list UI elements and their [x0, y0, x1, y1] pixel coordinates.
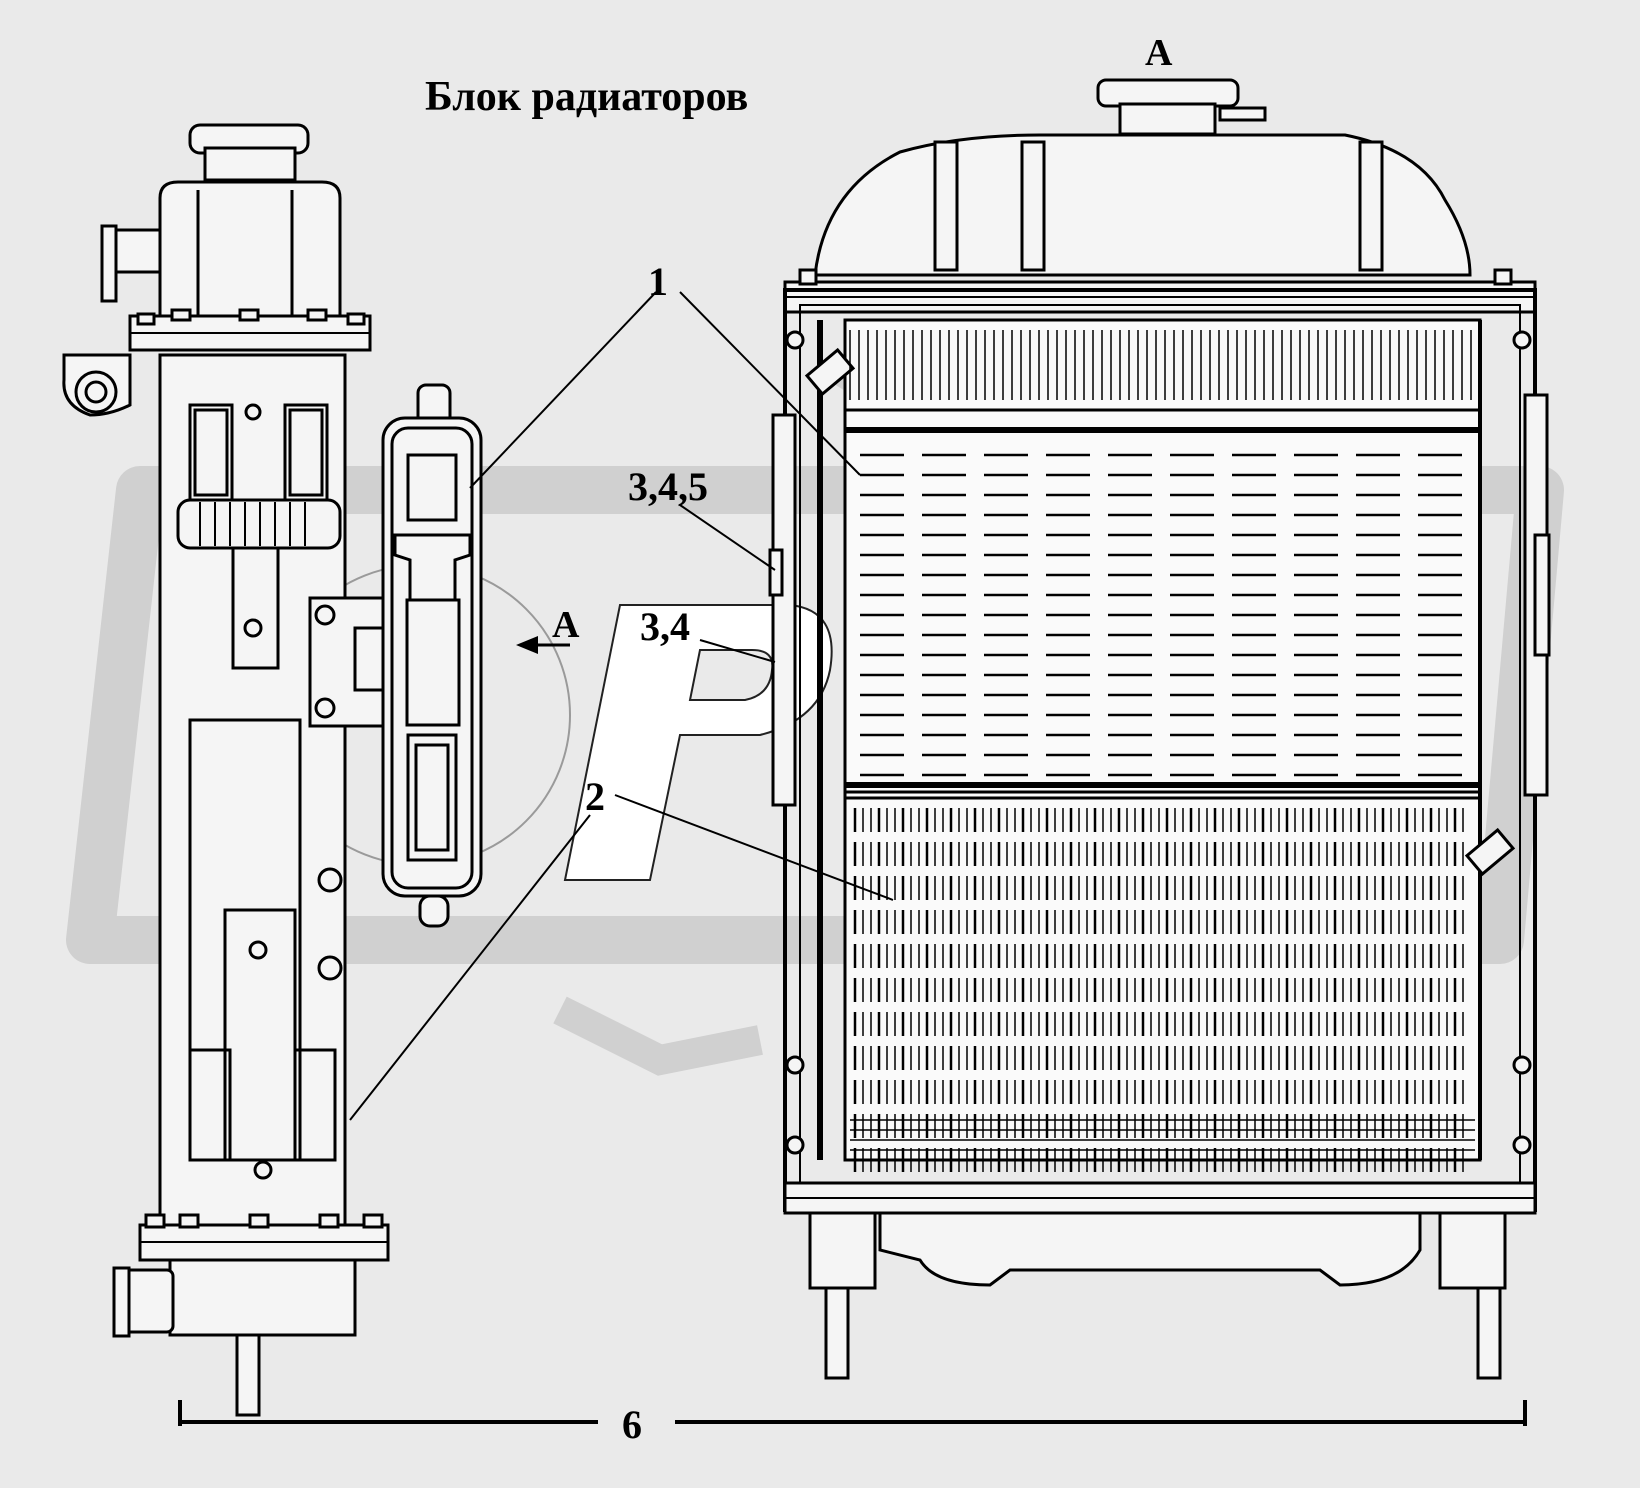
- front-lower-core: [843, 790, 1482, 1162]
- callout-6: 6: [622, 1402, 642, 1447]
- leader-345: [679, 504, 776, 571]
- front-lower-tank: [878, 1211, 1422, 1287]
- side-bottom-flange: [138, 1213, 390, 1262]
- front-left-rail: [771, 413, 797, 807]
- front-right-foot: [1438, 1211, 1507, 1290]
- front-view: [768, 78, 1551, 1380]
- callout-34: 3,4: [640, 604, 690, 649]
- dimension-line-6: [178, 1400, 1527, 1426]
- callout-1: 1: [648, 259, 668, 304]
- side-lifting-eye: [62, 353, 132, 417]
- view-label-a-side: А: [552, 604, 580, 646]
- side-top-bolts: [128, 308, 372, 352]
- front-left-foot: [808, 1211, 877, 1290]
- view-label-a-top: А: [1145, 32, 1173, 74]
- side-upper-tank: [158, 180, 342, 324]
- diagram-title: Блок радиаторов: [425, 74, 748, 120]
- radiator-core-fins: [849, 330, 1475, 1172]
- leader-34: [699, 639, 776, 663]
- side-oil-cooler: [381, 383, 483, 928]
- side-lower-tank: [168, 1258, 357, 1337]
- leader-2-front: [614, 794, 894, 901]
- front-filler-cap: [1096, 78, 1240, 108]
- callout-345: 3,4,5: [628, 464, 708, 509]
- leader-1-front: [679, 291, 861, 476]
- leader-2-side: [349, 814, 591, 1121]
- side-view: [62, 123, 483, 1417]
- view-arrow-a: [516, 636, 570, 654]
- front-left-stud: [824, 1286, 850, 1380]
- leader-lines: [349, 291, 894, 1121]
- leader-1-side: [469, 291, 657, 489]
- front-right-stud: [1476, 1286, 1502, 1380]
- callout-2: 2: [585, 774, 605, 819]
- front-upper-tank: [813, 133, 1472, 277]
- side-mount-stud: [235, 1333, 261, 1417]
